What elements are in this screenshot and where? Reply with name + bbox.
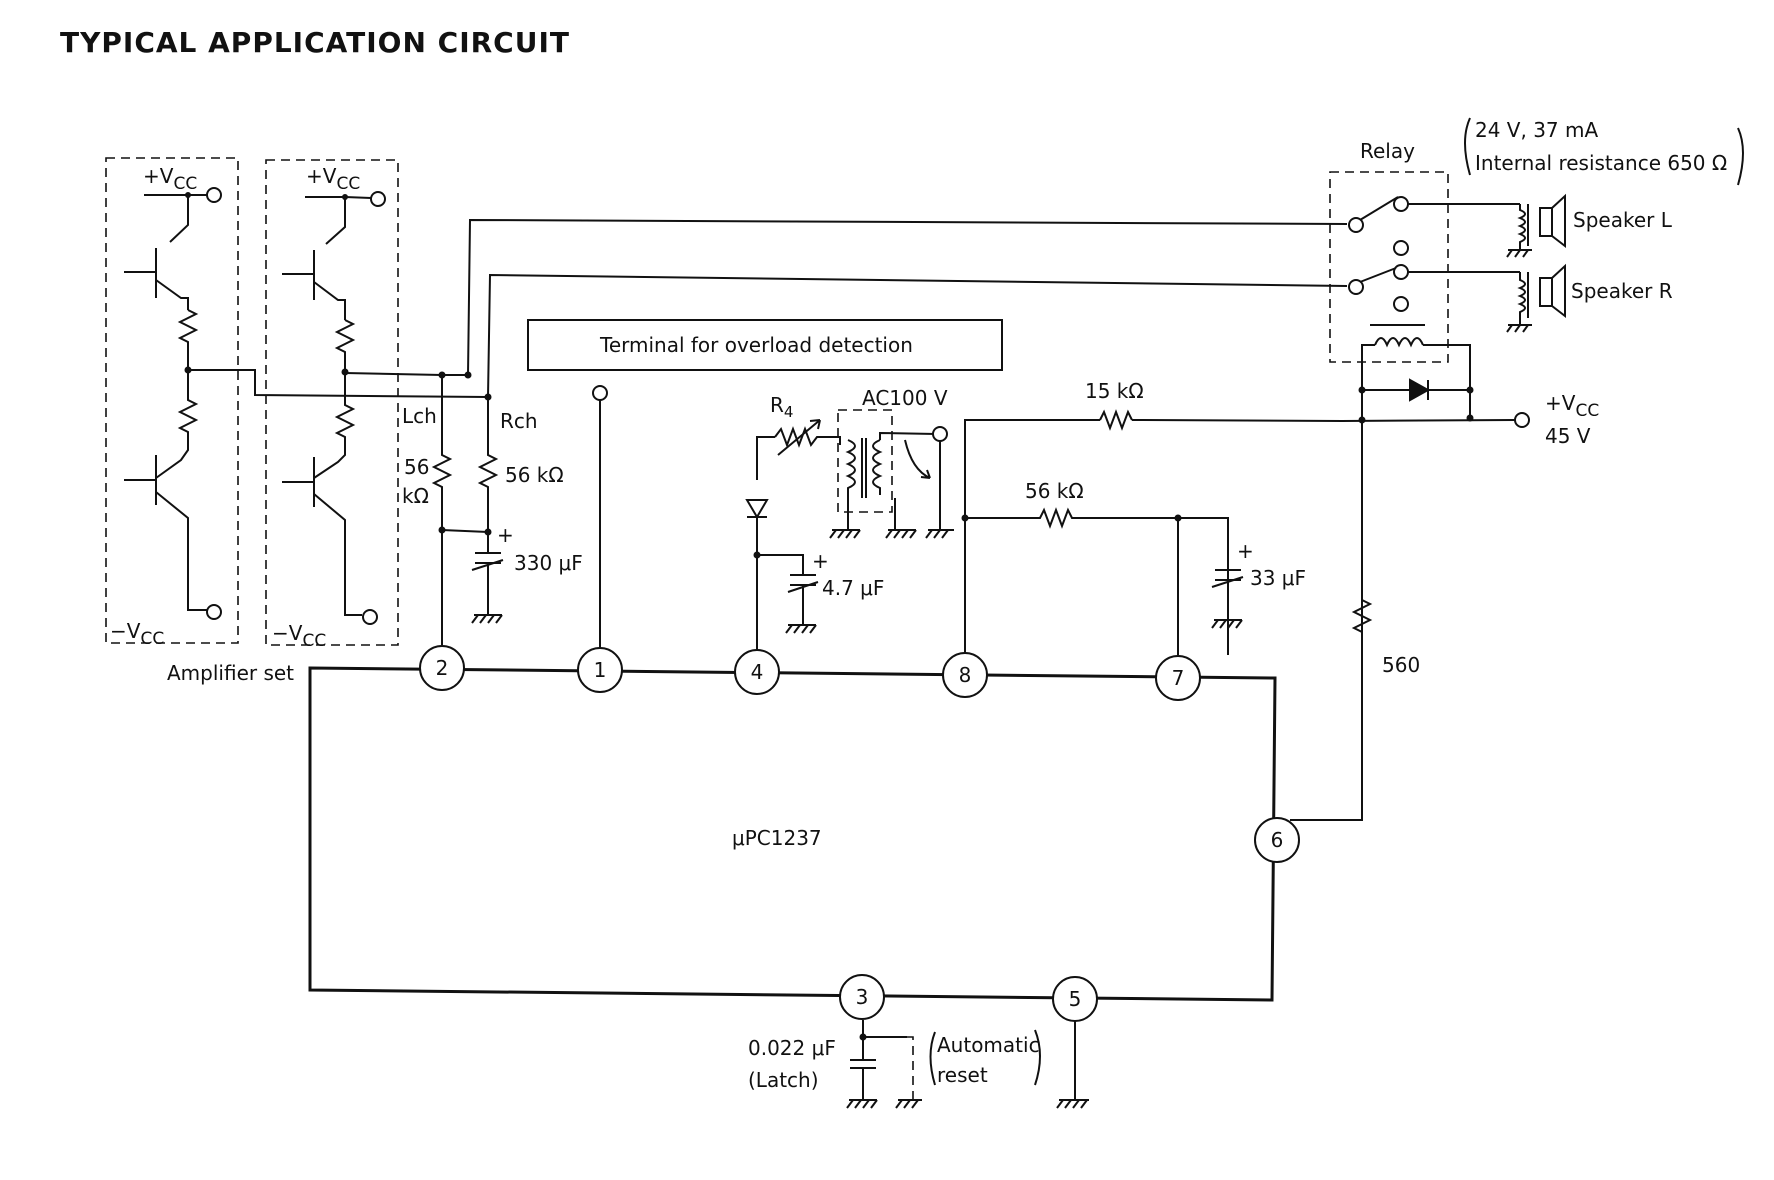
overload-terminal-label: Terminal for overload detection <box>599 333 913 357</box>
pin-number: 3 <box>856 985 869 1009</box>
ac100-label: AC100 V <box>862 386 948 410</box>
pin-circle <box>1052 976 1098 1022</box>
pin-4: 4 <box>734 649 780 695</box>
relay-label: Relay <box>1360 139 1415 163</box>
r-left-unit: kΩ <box>402 484 429 508</box>
pin-5: 5 <box>1052 976 1098 1022</box>
pin-6: 6 <box>1254 817 1300 863</box>
c47-label: 4.7 μF <box>822 576 884 600</box>
r-right-label: 56 kΩ <box>505 463 564 487</box>
r-left-value: 56 <box>404 455 429 479</box>
speaker-left-icon <box>1506 193 1566 258</box>
pin-number: 1 <box>594 658 607 682</box>
pin-circle <box>942 652 988 698</box>
svg-text:+: + <box>812 549 829 573</box>
c330-label: 330 μF <box>514 551 583 575</box>
svg-text:−VCC: −VCC <box>272 621 326 651</box>
r15k-label: 15 kΩ <box>1085 379 1144 403</box>
c33-label: 33 μF <box>1250 566 1306 590</box>
wire-rch <box>188 273 1348 399</box>
relay-spec-1: 24 V, 37 mA <box>1475 118 1598 142</box>
auto-reset-line-2: reset <box>937 1063 988 1087</box>
pin-number: 4 <box>751 660 764 684</box>
c-latch-note: (Latch) <box>748 1068 819 1092</box>
svg-text:+: + <box>1237 539 1254 563</box>
pin-number: 8 <box>959 663 972 687</box>
pin-2: 2 <box>419 645 465 691</box>
pin-8: 8 <box>942 652 988 698</box>
svg-text:+VCC: +VCC <box>306 164 360 194</box>
relay-box <box>1329 171 1449 363</box>
pin-circle <box>1155 655 1201 701</box>
pin-circle <box>577 647 623 693</box>
supply-vcc-label: +VCC <box>1545 391 1599 421</box>
pin-1: 1 <box>577 647 623 693</box>
ic-name-label: μPC1237 <box>732 826 822 850</box>
pin-3: 3 <box>839 974 885 1020</box>
relay-spec-2: Internal resistance 650 Ω <box>1475 151 1727 175</box>
r4-label: R4 <box>770 393 793 421</box>
svg-text:+VCC: +VCC <box>143 164 197 194</box>
pin-number: 7 <box>1172 666 1185 690</box>
amplifier-left: +VCC −VCC <box>105 157 239 649</box>
pin-circle <box>1254 817 1300 863</box>
speaker-right-label: Speaker R <box>1571 279 1673 303</box>
pin-7: 7 <box>1155 655 1201 701</box>
pin-number: 5 <box>1069 987 1082 1011</box>
overload-terminal-box <box>527 319 1003 371</box>
rch-label: Rch <box>500 409 538 433</box>
c-latch-value: 0.022 μF <box>748 1036 836 1060</box>
amplifier-right: +VCC −VCC <box>265 159 399 651</box>
svg-text:−VCC: −VCC <box>110 619 164 649</box>
pin-number: 2 <box>436 656 449 680</box>
r56k-label: 56 kΩ <box>1025 479 1084 503</box>
r560-label: 560 <box>1382 653 1420 677</box>
supply-voltage-label: 45 V <box>1545 424 1591 448</box>
pin-number: 6 <box>1271 828 1284 852</box>
ground-symbol <box>471 614 503 624</box>
speaker-right-icon <box>1506 263 1566 333</box>
auto-reset-line-1: Automatic <box>937 1033 1040 1057</box>
pin-circle <box>839 974 885 1020</box>
page-title: TYPICAL APPLICATION CIRCUIT <box>60 26 570 59</box>
svg-text:+: + <box>497 523 514 547</box>
speaker-left-label: Speaker L <box>1573 208 1673 232</box>
pin-circle <box>734 649 780 695</box>
amplifier-set-label: Amplifier set <box>167 661 294 685</box>
lch-label: Lch <box>402 404 437 428</box>
pin-circle <box>419 645 465 691</box>
